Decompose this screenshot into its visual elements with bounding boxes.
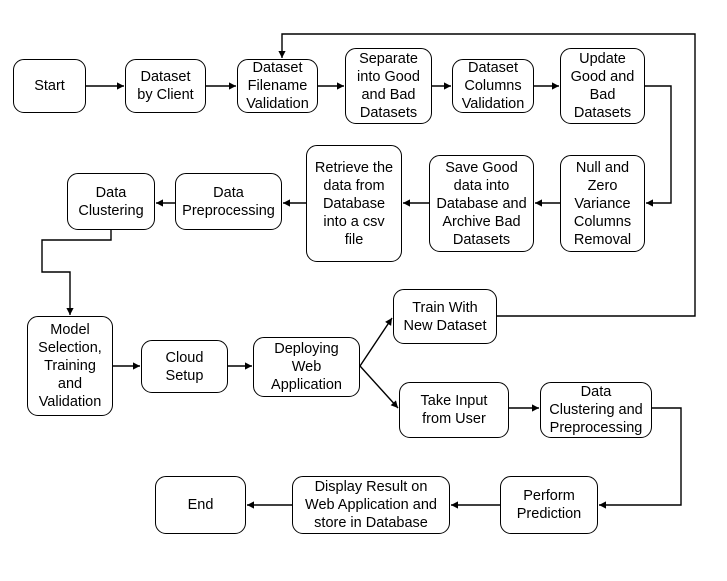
node-clustering-preprocessing: Data Clustering and Preprocessing xyxy=(540,382,652,438)
edge-train-new-dataset-to-filename-validation xyxy=(278,33,696,317)
node-save-good-data: Save Good data into Database and Archive… xyxy=(429,155,534,252)
edge-filename-validation-to-separate-good-bad xyxy=(318,82,344,90)
node-retrieve-data: Retrieve the data from Database into a c… xyxy=(306,145,402,262)
node-data-clustering: Data Clustering xyxy=(67,173,155,230)
arrowhead xyxy=(66,308,74,315)
edge-cloud-setup-to-deploying-web-app xyxy=(228,362,252,370)
arrowhead xyxy=(278,51,286,58)
edge-data-preprocessing-to-data-clustering xyxy=(156,199,175,207)
node-train-new-dataset: Train With New Dataset xyxy=(393,289,497,344)
arrowhead xyxy=(552,82,559,90)
arrowhead xyxy=(599,501,606,509)
node-take-input: Take Input from User xyxy=(399,382,509,438)
arrowhead xyxy=(337,82,344,90)
edge-deploying-web-app-to-take-input xyxy=(359,365,399,409)
edge-perform-prediction-to-display-result xyxy=(451,501,500,509)
arrowhead xyxy=(385,318,392,326)
edge-save-good-data-to-retrieve-data xyxy=(403,199,429,207)
arrowhead xyxy=(451,501,458,509)
edge-separate-good-bad-to-columns-validation xyxy=(432,82,451,90)
node-start: Start xyxy=(13,59,86,113)
arrowhead xyxy=(403,199,410,207)
edge-update-good-bad-to-null-zero-variance xyxy=(645,85,672,207)
node-separate-good-bad: Separate into Good and Bad Datasets xyxy=(345,48,432,124)
edge-display-result-to-end xyxy=(247,501,292,509)
edge-take-input-to-clustering-preprocessing xyxy=(509,404,539,412)
node-cloud-setup: Cloud Setup xyxy=(141,340,228,393)
edge-retrieve-data-to-data-preprocessing xyxy=(283,199,306,207)
node-dataset-by-client: Dataset by Client xyxy=(125,59,206,113)
edge-clustering-preprocessing-to-perform-prediction xyxy=(599,407,682,509)
edge-model-selection-to-cloud-setup xyxy=(113,362,140,370)
arrowhead xyxy=(532,404,539,412)
node-perform-prediction: Perform Prediction xyxy=(500,476,598,534)
arrowhead xyxy=(283,199,290,207)
edge-null-zero-variance-to-save-good-data xyxy=(535,199,560,207)
node-model-selection: Model Selection, Training and Validation xyxy=(27,316,113,416)
edge-start-to-dataset-client xyxy=(86,82,124,90)
arrowhead xyxy=(229,82,236,90)
arrowhead xyxy=(133,362,140,370)
arrowhead xyxy=(390,400,398,408)
node-columns-validation: Dataset Columns Validation xyxy=(452,59,534,113)
edge-columns-validation-to-update-good-bad xyxy=(534,82,559,90)
edge-deploying-web-app-to-train-new-dataset xyxy=(359,317,393,367)
arrowhead xyxy=(117,82,124,90)
node-update-good-bad: Update Good and Bad Datasets xyxy=(560,48,645,124)
arrowhead xyxy=(535,199,542,207)
arrowhead xyxy=(646,199,653,207)
node-null-zero-variance: Null and Zero Variance Columns Removal xyxy=(560,155,645,252)
node-data-preprocessing: Data Preprocessing xyxy=(175,173,282,230)
arrowhead xyxy=(156,199,163,207)
edge-data-clustering-to-model-selection xyxy=(41,230,112,315)
node-deploying-web-app: Deploying Web Application xyxy=(253,337,360,397)
edge-dataset-client-to-filename-validation xyxy=(206,82,236,90)
arrowhead xyxy=(245,362,252,370)
node-filename-validation: Dataset Filename Validation xyxy=(237,59,318,113)
node-end: End xyxy=(155,476,246,534)
arrowhead xyxy=(444,82,451,90)
node-display-result: Display Result on Web Application and st… xyxy=(292,476,450,534)
arrowhead xyxy=(247,501,254,509)
